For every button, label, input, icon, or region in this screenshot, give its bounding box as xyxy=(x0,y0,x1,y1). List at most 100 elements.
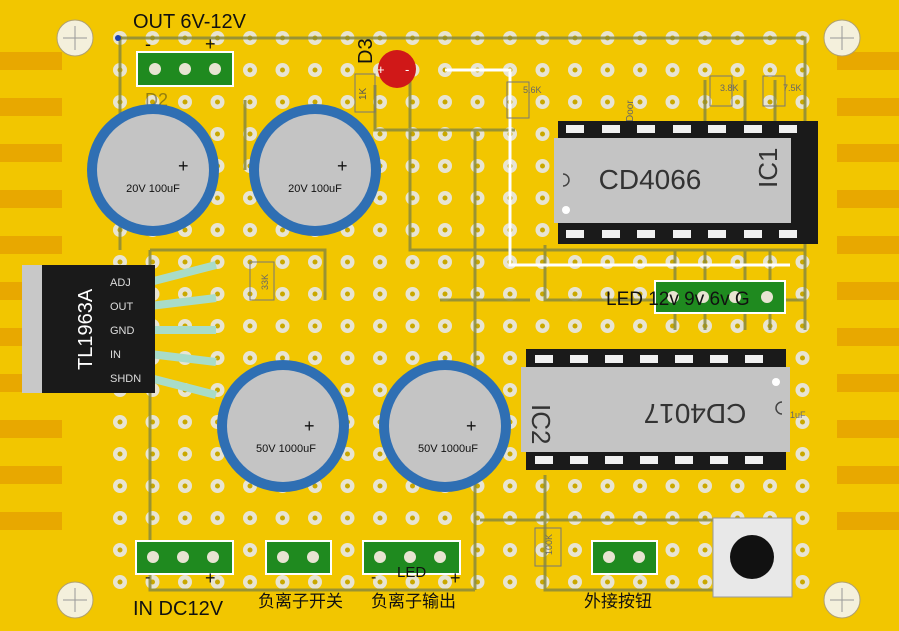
pad-hole xyxy=(117,419,123,425)
pad-hole xyxy=(800,419,805,425)
pad-hole xyxy=(800,451,805,457)
pad-hole xyxy=(377,483,383,489)
pad-hole xyxy=(377,131,383,137)
mounting-holes xyxy=(56,19,861,619)
pad-hole xyxy=(377,355,383,361)
pad-hole xyxy=(442,323,448,329)
pad-hole xyxy=(345,291,350,297)
pad-hole xyxy=(215,99,220,105)
resistor-7-5k: 7.5K xyxy=(762,75,802,107)
pad-hole xyxy=(702,67,708,73)
pad-hole xyxy=(637,483,643,489)
pad-hole xyxy=(182,99,188,105)
pad-hole xyxy=(215,131,220,137)
ic2-ref: IC2 xyxy=(526,404,556,444)
ion-output-plus-label: + xyxy=(450,568,461,588)
pad-hole xyxy=(280,515,285,521)
pad-hole xyxy=(182,227,188,233)
svg-text:+: + xyxy=(304,416,315,436)
pad-hole xyxy=(637,67,643,73)
pad-hole xyxy=(605,323,610,329)
out-connector[interactable] xyxy=(136,51,234,87)
pad-hole xyxy=(215,291,220,297)
pad-hole xyxy=(442,99,448,105)
pad-hole xyxy=(247,547,253,553)
pad-hole xyxy=(410,483,415,489)
pad-hole xyxy=(572,67,578,73)
pad-hole xyxy=(215,259,220,265)
pad-hole xyxy=(182,483,188,489)
pad-hole xyxy=(637,99,643,105)
pad-hole xyxy=(540,227,545,233)
pad-hole xyxy=(377,99,383,105)
ic2-name: CD4017 xyxy=(644,398,747,429)
pad-hole xyxy=(507,387,513,393)
ext-button-connector[interactable] xyxy=(591,540,658,575)
pad-hole xyxy=(475,99,480,105)
d3-minus-label: - xyxy=(405,62,409,77)
pad-hole xyxy=(377,515,383,521)
pad-hole xyxy=(540,163,545,169)
pad-hole xyxy=(247,227,253,233)
pad-hole xyxy=(182,259,188,265)
pad-hole xyxy=(507,579,513,585)
pad-hole xyxy=(637,579,643,585)
pad-hole xyxy=(410,579,415,585)
pad-hole xyxy=(280,323,285,329)
pad-hole xyxy=(637,291,643,297)
pin-in-label: IN xyxy=(110,349,121,361)
ion-output-connector[interactable] xyxy=(362,540,461,575)
svg-text:1K: 1K xyxy=(358,87,369,100)
capacitor-c1: + 20V 100uF xyxy=(87,104,219,236)
pad-hole xyxy=(280,99,285,105)
pad-hole xyxy=(117,451,123,457)
pad-hole xyxy=(800,483,805,489)
pad-hole xyxy=(767,99,773,105)
jumper-wire xyxy=(445,68,790,267)
pad-hole xyxy=(117,547,123,553)
pad-hole xyxy=(215,195,220,201)
pad-hole xyxy=(345,99,350,105)
pad-hole xyxy=(377,323,383,329)
pad-hole xyxy=(572,579,578,585)
svg-text:33K: 33K xyxy=(260,274,270,290)
pad-hole xyxy=(410,291,415,297)
pad-hole xyxy=(345,259,350,265)
in-minus-label: - xyxy=(145,569,150,586)
pad-hole xyxy=(670,67,675,73)
pad-hole xyxy=(150,99,155,105)
pad-hole xyxy=(345,515,350,521)
led-header-label: LED 12v 9v 6v G xyxy=(606,289,750,310)
pad-hole xyxy=(280,67,285,73)
pad-hole xyxy=(572,291,578,297)
pad-hole xyxy=(280,227,285,233)
pad-hole xyxy=(605,259,610,265)
pad-hole xyxy=(540,195,545,201)
pad-hole xyxy=(702,547,708,553)
pad-hole xyxy=(117,259,123,265)
pad-hole xyxy=(215,323,220,329)
pad-hole xyxy=(605,99,610,105)
pad-hole xyxy=(312,291,318,297)
pad-hole xyxy=(800,387,805,393)
svg-text:3.8K: 3.8K xyxy=(720,83,739,93)
led-voltage-header[interactable] xyxy=(654,280,786,314)
regulator-tl1963a: TL1963A ADJ OUT GND IN SHDN xyxy=(22,261,217,399)
ic2-cd4017: CD4017 IC2 xyxy=(521,349,790,470)
led-d3: + - xyxy=(377,50,416,88)
pad-hole xyxy=(507,291,513,297)
pad-hole xyxy=(377,195,383,201)
pad-hole xyxy=(182,515,188,521)
pad-hole xyxy=(702,483,708,489)
pad-hole xyxy=(572,483,578,489)
pad-hole xyxy=(117,515,123,521)
pad-hole xyxy=(377,387,383,393)
in-dc12v-connector[interactable] xyxy=(135,540,234,575)
ion-switch-connector[interactable] xyxy=(265,540,332,575)
ion-output-minus-label: - xyxy=(371,569,376,586)
pad-hole xyxy=(377,227,383,233)
pad-hole xyxy=(442,259,448,265)
pin-shdn-label: SHDN xyxy=(110,373,141,385)
push-button[interactable] xyxy=(712,517,793,598)
